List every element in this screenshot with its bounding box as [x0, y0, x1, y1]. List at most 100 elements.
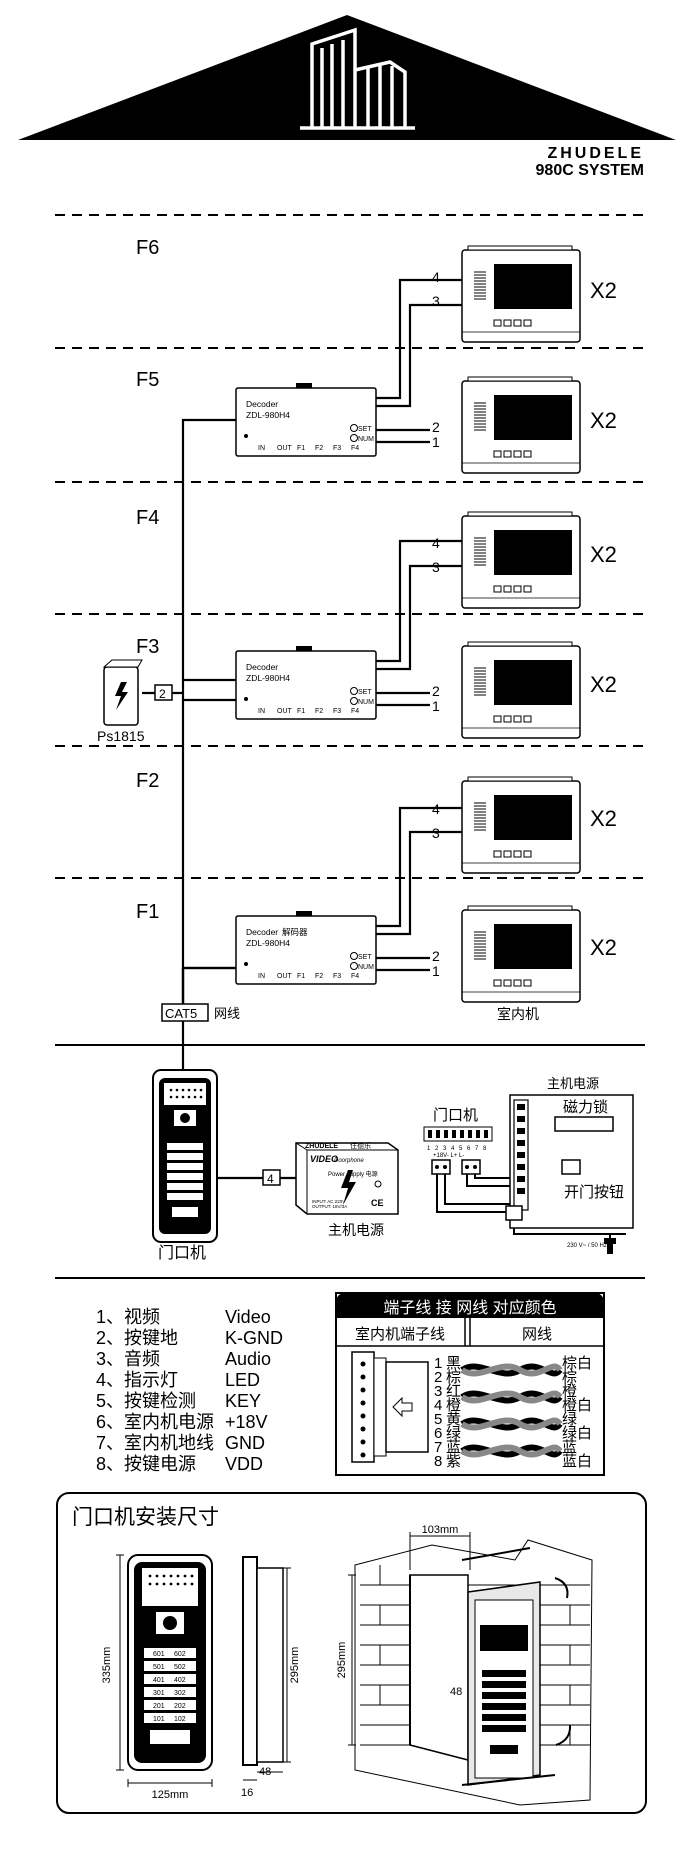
svg-text:5: 5: [434, 1411, 442, 1428]
svg-text:4: 4: [267, 1172, 274, 1186]
svg-text:16: 16: [241, 1787, 253, 1799]
svg-text:4: 4: [432, 535, 440, 551]
svg-text:2: 2: [432, 948, 440, 964]
svg-text:VIDEO: VIDEO: [310, 1154, 338, 1164]
svg-text:1: 1: [427, 1146, 431, 1152]
svg-text:302: 302: [174, 1690, 186, 1697]
svg-text:4: 4: [434, 1397, 442, 1414]
cat5-suffix: 网线: [214, 1006, 240, 1021]
indoor-monitors: [461, 245, 581, 1003]
svg-text:2: 2: [432, 683, 440, 699]
svg-text:蓝: 蓝: [562, 1439, 577, 1456]
svg-text:F1: F1: [297, 973, 305, 980]
floor-f1: F1: [136, 901, 159, 923]
svg-text:3: 3: [432, 293, 440, 309]
svg-text:7: 7: [434, 1439, 442, 1456]
svg-text:SET: SET: [358, 426, 372, 433]
floor-f5: F5: [136, 369, 159, 391]
svg-text:NUM: NUM: [358, 699, 374, 706]
svg-text:6: 6: [434, 1425, 442, 1442]
svg-text:6、室内机电源: 6、室内机电源: [96, 1412, 214, 1432]
svg-text:棕: 棕: [562, 1369, 577, 1386]
svg-text:Power supply 电源: Power supply 电源: [328, 1170, 378, 1178]
decoders: [235, 382, 377, 985]
svg-text:2: 2: [435, 1146, 439, 1152]
svg-text:NUM: NUM: [358, 436, 374, 443]
floor-f4: F4: [136, 507, 159, 529]
svg-text:4: 4: [432, 801, 440, 817]
svg-text:住德乐: 住德乐: [350, 1141, 371, 1150]
svg-text:ZHUDELE: ZHUDELE: [305, 1143, 338, 1150]
svg-text:1、视频: 1、视频: [96, 1307, 160, 1327]
svg-text:Ps1815: Ps1815: [97, 728, 145, 744]
svg-text:3: 3: [434, 1383, 442, 1400]
svg-text:解码器: 解码器: [282, 927, 308, 937]
svg-text:OUT: OUT: [277, 445, 293, 452]
svg-text:室内机端子线: 室内机端子线: [355, 1326, 445, 1343]
svg-text:红: 红: [446, 1383, 461, 1400]
svg-text:F4: F4: [351, 973, 359, 980]
svg-text:101: 101: [153, 1716, 165, 1723]
install-wall-view: 103mm 295mm 48: [336, 1524, 593, 1806]
psu-label: 主机电源: [328, 1222, 384, 1238]
svg-text:黑: 黑: [446, 1355, 461, 1372]
floor-f2: F2: [136, 770, 159, 792]
svg-text:棕: 棕: [446, 1369, 461, 1386]
svg-text:LED: LED: [225, 1370, 260, 1390]
svg-text:紫: 紫: [446, 1453, 461, 1470]
svg-text:F3: F3: [333, 445, 341, 452]
svg-text:端子线 接 网线 对应颜色: 端子线 接 网线 对应颜色: [383, 1298, 556, 1317]
svg-text:F4: F4: [351, 445, 359, 452]
svg-text:8: 8: [434, 1453, 442, 1470]
svg-text:绿: 绿: [562, 1411, 577, 1428]
svg-text:ZDL-980H4: ZDL-980H4: [246, 410, 290, 420]
bus-wires: [142, 278, 462, 1180]
svg-text:602: 602: [174, 1651, 186, 1658]
svg-text:3: 3: [443, 1146, 447, 1152]
svg-text:+18V- L+ L-: +18V- L+ L-: [433, 1153, 464, 1159]
svg-text:402: 402: [174, 1677, 186, 1684]
svg-text:棕白: 棕白: [562, 1355, 592, 1372]
svg-text:X2: X2: [590, 935, 617, 960]
svg-text:202: 202: [174, 1703, 186, 1710]
svg-text:601: 601: [153, 1651, 165, 1658]
building-logo-icon: [300, 27, 415, 130]
svg-text:7: 7: [475, 1146, 479, 1152]
roof-banner: [18, 15, 676, 140]
svg-text:48: 48: [450, 1686, 462, 1698]
svg-text:主机电源: 主机电源: [547, 1076, 599, 1091]
floor-f3: F3: [136, 636, 159, 658]
wire-number-labels: 4 3 2 1 4 3 2 1 4 3 2 1: [432, 269, 440, 979]
svg-text:295mm: 295mm: [336, 1642, 348, 1679]
door-station: [152, 1069, 218, 1243]
svg-text:3、音频: 3、音频: [96, 1349, 160, 1369]
svg-text:125mm: 125mm: [152, 1789, 189, 1801]
svg-text:ZDL-980H4: ZDL-980H4: [246, 673, 290, 683]
svg-text:4: 4: [451, 1146, 455, 1152]
svg-text:GND: GND: [225, 1433, 265, 1453]
power-box-ps1815: 2 Ps1815: [97, 659, 173, 744]
svg-text:F2: F2: [315, 708, 323, 715]
svg-text:5、按键检测: 5、按键检测: [96, 1391, 196, 1411]
svg-text:103mm: 103mm: [422, 1524, 459, 1536]
svg-text:X2: X2: [590, 672, 617, 697]
svg-text:2、按键地: 2、按键地: [96, 1328, 178, 1348]
svg-text:401: 401: [153, 1677, 165, 1684]
svg-text:48: 48: [259, 1766, 271, 1778]
decoder-texts: Decoder ZDL-980H4 Decoder ZDL-980H4 Deco…: [246, 399, 308, 948]
svg-text:1: 1: [434, 1355, 442, 1372]
svg-text:201: 201: [153, 1703, 165, 1710]
svg-text:INPUT: AC 220V: INPUT: AC 220V: [312, 1199, 345, 1204]
wiring-detail: 门口机 1 2 3 4 5 6 7 8 +18V- L+ L-: [423, 1076, 634, 1254]
svg-text:295mm: 295mm: [289, 1647, 301, 1684]
svg-text:F1: F1: [297, 445, 305, 452]
svg-text:X2: X2: [590, 278, 617, 303]
svg-text:335mm: 335mm: [101, 1647, 113, 1684]
svg-text:绿: 绿: [446, 1425, 461, 1442]
svg-text:F3: F3: [333, 973, 341, 980]
svg-text:SET: SET: [358, 689, 372, 696]
power-supply-unit: ZHUDELE 住德乐 VIDEO Doorphone Power supply…: [295, 1141, 399, 1215]
svg-text:3: 3: [432, 825, 440, 841]
